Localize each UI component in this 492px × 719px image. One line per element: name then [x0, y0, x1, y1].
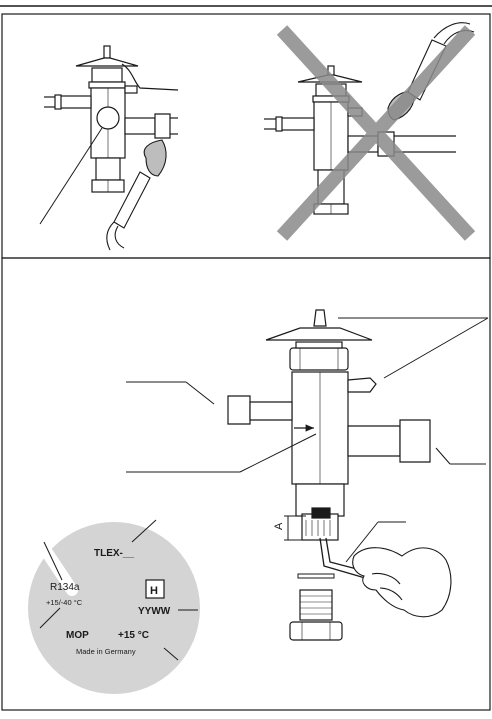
hand-icon — [352, 547, 452, 618]
label-origin: Made in Germany — [76, 647, 136, 656]
valve-installed — [227, 309, 431, 541]
logo-letter: H — [150, 585, 158, 597]
prohibited-cross-icon — [276, 25, 476, 241]
label-model: TLEX-__ — [94, 548, 134, 559]
logo-icon — [145, 579, 165, 599]
panel-installation — [1, 257, 491, 711]
label-temperature-range: +15/-40 °C — [46, 598, 83, 607]
dimension-a-label: A — [273, 522, 285, 530]
label-mop-value: +15 °C — [118, 630, 149, 641]
label-date-code: YYWW — [138, 606, 171, 617]
label-callout-leaders — [39, 519, 198, 661]
valve-label-disc — [28, 522, 200, 694]
valve-correct-brazing — [44, 45, 179, 193]
valve-fitting-part — [289, 589, 343, 641]
callout-leaders — [126, 317, 489, 563]
torch-icon — [106, 139, 167, 251]
dimension-a — [284, 515, 306, 541]
label-refrigerant: R134a — [50, 582, 80, 593]
gasket — [297, 573, 335, 579]
label-mop: MOP — [66, 630, 89, 641]
callout-leader-cloth — [39, 127, 103, 225]
